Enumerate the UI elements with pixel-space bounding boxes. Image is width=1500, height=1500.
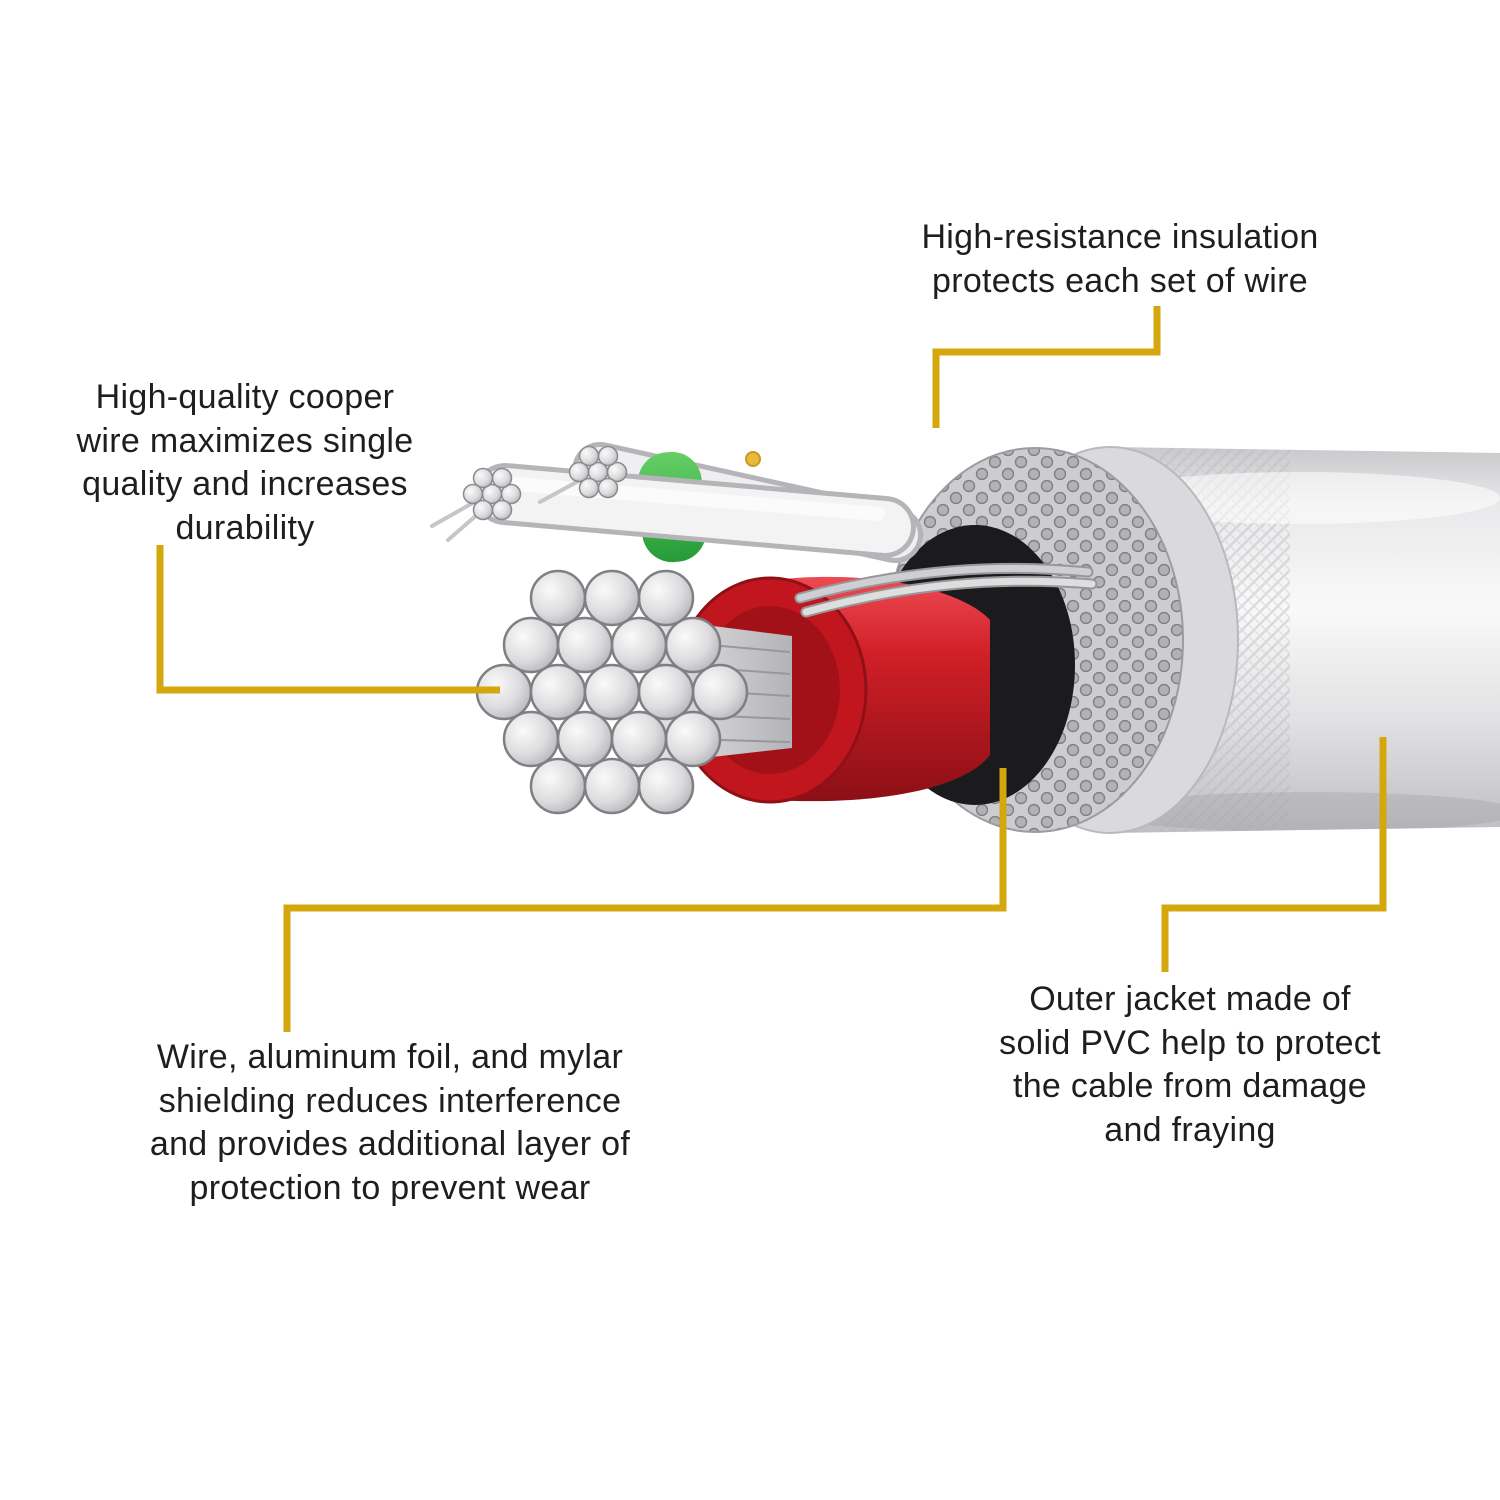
copper-strand-bundle (475, 569, 792, 815)
callout-line-insulation (932, 306, 1161, 428)
callout-lines (156, 306, 1387, 1032)
yellow-wire-tip (745, 451, 761, 467)
callout-line-shielding (283, 768, 1007, 1032)
callout-line-copper (156, 545, 500, 694)
annotation-insulation: High-resistance insulation protects each… (921, 218, 1319, 300)
thin-wire-pair (794, 562, 1098, 618)
annotation-outer-jacket: Outer jacket made of solid PVC help to p… (999, 980, 1381, 1149)
annotation-copper-wire: High-quality cooper wire maximizes singl… (76, 378, 414, 547)
callout-line-jacket (1161, 737, 1387, 972)
insulated-wires (430, 442, 923, 563)
annotation-shielding: Wire, aluminum foil, and mylar shielding… (149, 1038, 631, 1207)
